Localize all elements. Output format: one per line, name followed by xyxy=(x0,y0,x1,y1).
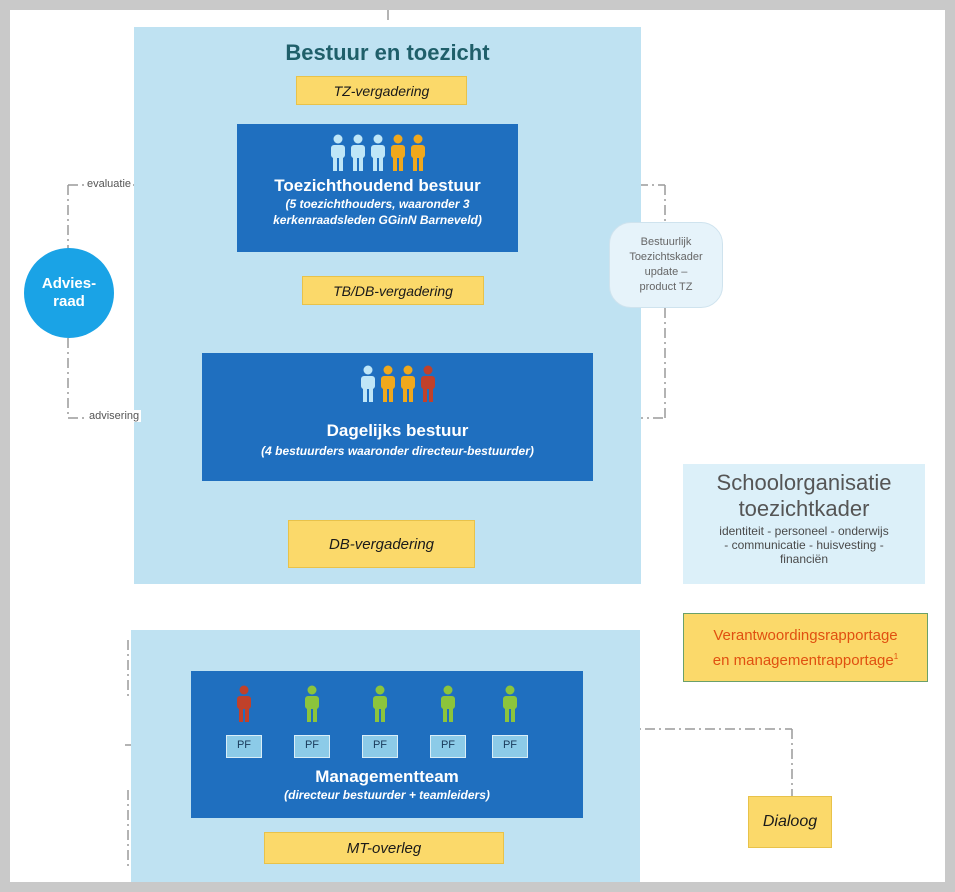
verantwoording-line1: Verantwoordingsrapportage xyxy=(713,626,898,644)
schoolorganisatie-line1: Schoolorganisatie xyxy=(716,470,892,495)
tbdb-vergadering-box: TB/DB-vergadering xyxy=(302,276,484,305)
person-icon xyxy=(305,685,319,722)
dagelijks-bestuur-box: Dagelijks bestuur (4 bestuurders waarond… xyxy=(202,353,593,481)
adviesraad-circle: Advies- raad xyxy=(24,248,114,338)
person-icon xyxy=(390,134,405,171)
person-icon xyxy=(360,365,375,402)
mt-overleg-box: MT-overleg xyxy=(264,832,504,864)
pf-label: PF xyxy=(492,735,528,758)
bestuurlijk-line1: Bestuurlijk xyxy=(640,236,692,248)
toezichthoudend-sub2: kerkenraadsleden GGinN Barneveld) xyxy=(273,213,482,227)
pf-label: PF xyxy=(362,735,398,758)
mt-people-row xyxy=(191,671,583,733)
pf-label: PF xyxy=(430,735,466,758)
pf-label: PF xyxy=(294,735,330,758)
bestuurders-people-icons xyxy=(202,365,593,403)
toezichthouders-people-icons xyxy=(237,134,518,172)
panel-title: Bestuur en toezicht xyxy=(285,40,490,65)
managementteam-box: PF PF PF PF PF Managementteam (directeur bes… xyxy=(191,671,583,818)
person-icon xyxy=(420,365,435,402)
person-icon xyxy=(441,685,455,722)
managementteam-title: Managementteam xyxy=(315,767,459,786)
person-icon xyxy=(350,134,365,171)
pf-label: PF xyxy=(226,735,262,758)
schoolorganisatie-toezichtkader-box: Schoolorganisatie toezichtkader identite… xyxy=(683,464,925,584)
db-vergadering-box: DB-vergadering xyxy=(288,520,475,568)
person-icon xyxy=(503,685,517,722)
bestuurlijk-line2: Toezichtskader xyxy=(629,251,703,263)
advisering-label: advisering xyxy=(87,410,142,422)
evaluatie-label: evaluatie xyxy=(85,178,134,190)
toezichthoudend-title: Toezichthoudend bestuur xyxy=(274,176,481,195)
person-icon xyxy=(410,134,425,171)
bestuurlijk-line3: update – xyxy=(644,266,688,278)
toezichthoudend-bestuur-box: Toezichthoudend bestuur (5 toezichthoude… xyxy=(237,124,518,252)
dagelijks-sub: (4 bestuurders waaronder directeur-bestu… xyxy=(261,444,534,458)
schoolorganisatie-line5: financiën xyxy=(779,552,829,566)
verantwoording-footnote: 1 xyxy=(893,651,899,661)
verantwoordingsrapportage-box: Verantwoordingsrapportage en managementr… xyxy=(683,613,928,682)
tz-vergadering-box: TZ-vergadering xyxy=(296,76,467,105)
person-icon xyxy=(370,134,385,171)
schoolorganisatie-line4: - communicatie - huisvesting - xyxy=(724,538,884,552)
schoolorganisatie-line3: identiteit - personeel - onderwijs xyxy=(719,524,889,538)
bestuur-panel xyxy=(134,27,641,584)
adviesraad-line1: Advies- xyxy=(41,275,97,292)
managementteam-sub: (directeur bestuurder + teamleiders) xyxy=(284,788,490,802)
dagelijks-title: Dagelijks bestuur xyxy=(326,421,469,440)
bestuurlijk-line4: product TZ xyxy=(639,281,693,293)
verantwoording-line2: en managementrapportage xyxy=(712,651,894,669)
toezichthoudend-sub1: (5 toezichthouders, waaronder 3 xyxy=(285,197,470,211)
person-icon xyxy=(380,365,395,402)
dialoog-box: Dialoog xyxy=(748,796,832,848)
person-icon xyxy=(237,685,251,722)
adviesraad-line2: raad xyxy=(53,293,85,310)
pf-row: PF PF PF PF PF xyxy=(191,733,583,758)
verantwoording-line2-wrap: en managementrapportage1 xyxy=(713,646,898,671)
bestuurlijk-toezichtskader-bubble: Bestuurlijk Toezichtskader update – prod… xyxy=(609,222,723,308)
person-icon xyxy=(373,685,387,722)
schoolorganisatie-line2: toezichtkader xyxy=(738,496,870,521)
person-icon xyxy=(400,365,415,402)
person-icon xyxy=(330,134,345,171)
